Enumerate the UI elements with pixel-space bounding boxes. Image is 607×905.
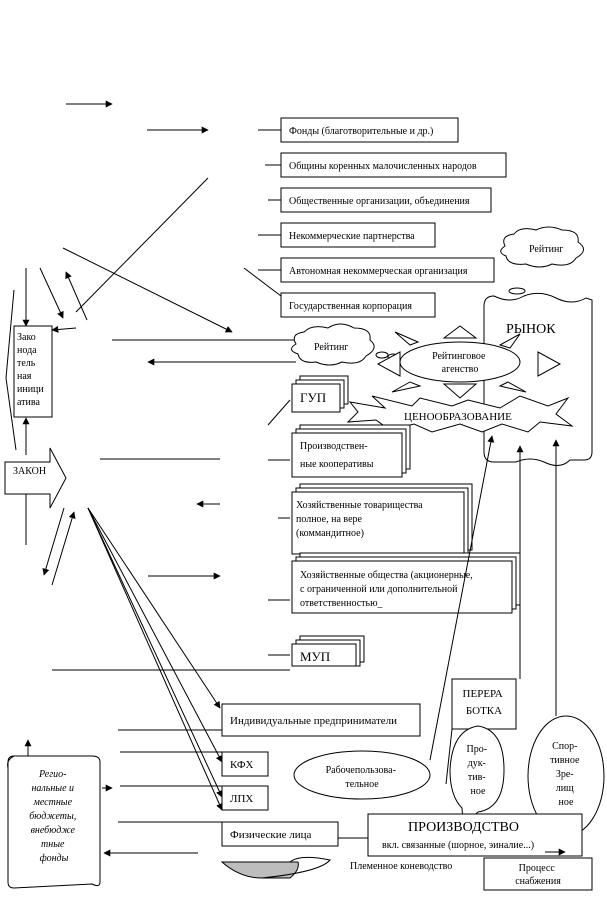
org-form-box: [280, 187, 492, 213]
org-forms-group: Фонды (благотворительные и др.) Общины к…: [280, 117, 507, 318]
mup-stack: МУП: [291, 635, 365, 667]
work-usage-bubble: Рабочепользова- тельное: [293, 750, 431, 800]
regional-budgets: Регио- нальные и местные бюджеты, внебюд…: [7, 739, 101, 889]
companies-stack: Хозяйственные общества (акционерные, с о…: [291, 552, 521, 614]
law-label: ЗАКОН: [13, 466, 46, 477]
sport-show-text: Спор- тивное Зре- лищ ное: [550, 741, 582, 808]
org-form-label: Некоммерческие партнерства: [289, 231, 415, 242]
individual-entrepreneurs-label: Индивидуальные предприниматели: [230, 715, 397, 727]
products-bubble: Про- дук- тив- ное: [449, 725, 505, 828]
gup-label: ГУП: [300, 390, 326, 405]
processing-text: ПЕРЕРА БОТКА: [463, 688, 506, 717]
production-box: ПРОИЗВОДСТВО вкл. связанные (шорное, эин…: [338, 813, 583, 857]
market-scroll: РЫНОК: [483, 292, 593, 466]
supply-text: Процесс снабжения: [515, 863, 561, 887]
org-form-box: [280, 222, 436, 248]
org-form-box: [280, 152, 507, 178]
supply-box: Процесс снабжения: [483, 857, 593, 891]
production-label: ПРОИЗВОДСТВО: [408, 820, 519, 835]
org-form-label: Общины коренных малочисленных народов: [289, 161, 477, 172]
production-coops-text: Производствен- ные кооперативы: [300, 441, 374, 470]
org-form-label: Фонды (благотворительные и др.): [289, 126, 433, 137]
market-arrows: [429, 435, 560, 785]
lph-label: ЛПХ: [230, 793, 253, 805]
lph-box: [221, 785, 269, 811]
org-form-box: [280, 292, 436, 318]
law-arrow: ЗАКОН: [4, 447, 76, 586]
partnerships-stack: Хозяйственные товарищества полное, на ве…: [291, 483, 473, 555]
middle-arrows: [52, 336, 303, 671]
rating-agency-text: Рейтинговое агенство: [432, 351, 488, 375]
rating-label: Рейтинг: [314, 342, 348, 353]
individuals-box: [221, 821, 339, 847]
rating-cloud-left: Рейтинг: [291, 323, 399, 366]
mup-label: МУП: [300, 649, 330, 664]
products-text: Про- дук- тив- ное: [466, 744, 489, 797]
org-connectors: [62, 100, 282, 333]
org-form-label: Государственная корпорация: [289, 301, 412, 312]
production-sub-label: вкл. связанные (шорное, эиналие...): [382, 840, 534, 851]
regional-budgets-text: Регио- нальные и местные бюджеты, внебюд…: [29, 769, 79, 864]
org-form-box: [280, 257, 495, 283]
individuals-label: Физические лица: [230, 829, 312, 841]
rating-agency: Рейтинговое агенство: [376, 325, 562, 399]
production-coops-stack: Производствен- ные кооперативы: [291, 424, 411, 478]
pricing-banner: ЦЕНООБРАЗОВАНИЕ: [346, 395, 574, 433]
work-usage-text: Рабочепользова- тельное: [326, 765, 399, 790]
pricing-label: ЦЕНООБРАЗОВАНИЕ: [404, 411, 512, 423]
processing-box: ПЕРЕРА БОТКА: [451, 678, 517, 730]
breeding-loop: Племенное коневодство: [220, 856, 452, 879]
rating-cloud-top: Рейтинг: [500, 226, 584, 295]
breeding-label: Племенное коневодство: [350, 861, 452, 872]
individuals-group: Индивидуальные предприниматели КФХ ЛПХ Ф…: [102, 703, 421, 857]
org-form-label: Автономная некоммерческая организация: [289, 266, 468, 277]
market-label: РЫНОК: [506, 322, 556, 337]
individual-entrepreneurs-box: [221, 703, 421, 737]
companies-text: Хозяйственные общества (акционерные, с о…: [300, 570, 475, 609]
org-form-label: Общественные организации, объединения: [289, 196, 470, 207]
kfh-label: КФХ: [230, 759, 254, 771]
legislative-initiative: Зако нода тель ная иници атива: [5, 267, 88, 455]
gup-stack: ГУП: [291, 375, 349, 413]
kfh-box: [221, 751, 269, 777]
org-form-box: [280, 117, 459, 143]
partnerships-text: Хозяйственные товарищества полное, на ве…: [296, 500, 425, 539]
rating-label: Рейтинг: [529, 244, 563, 255]
law-fan-lines: [87, 507, 223, 811]
legislative-text: Зако нода тель ная иници атива: [17, 332, 46, 408]
